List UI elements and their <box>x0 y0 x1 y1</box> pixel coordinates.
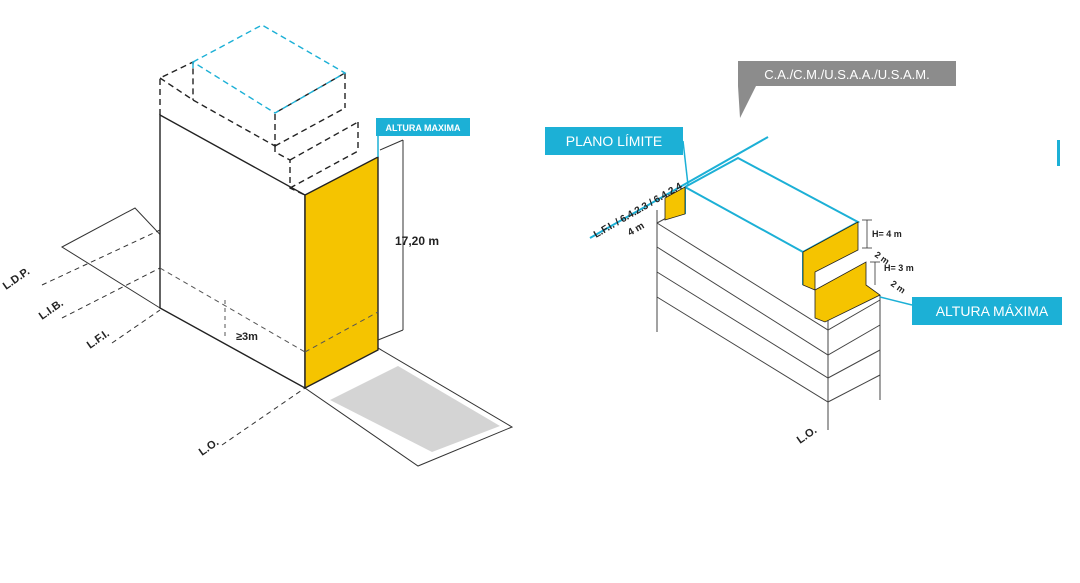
callout-box <box>376 118 470 136</box>
ldp-label: L.D.P. <box>1 266 32 293</box>
depth-label: 4 m <box>626 220 647 238</box>
callout-text: ALTURA MAXIMA <box>386 123 461 133</box>
hidden-edge <box>304 311 379 353</box>
callout-text: ALTURA MÁXIMA <box>936 303 1049 319</box>
callout-text: C.A./C.M./U.S.A.A./U.S.A.M. <box>764 67 929 82</box>
height-label: 17,20 m <box>395 234 439 248</box>
plano-face <box>664 186 686 221</box>
callout-leader <box>879 296 913 306</box>
step-lower-face <box>814 261 881 323</box>
callout-box <box>545 127 683 155</box>
height-dimension <box>377 139 404 341</box>
plano-limite-line <box>589 136 769 239</box>
callout-text: PLANO LÍMITE <box>566 133 662 149</box>
lo-label: L.O. <box>197 436 221 458</box>
h4-label: H= 4 m <box>872 229 902 239</box>
step2-label: 2 m <box>889 278 907 295</box>
lfi-label: L.F.I. <box>85 328 112 352</box>
callout-pointer <box>738 86 756 118</box>
h3-label: H= 3 m <box>884 263 914 273</box>
ca-callout: C.A./C.M./U.S.A.A./U.S.A.M. <box>738 61 956 118</box>
step-upper-face <box>802 221 859 291</box>
step-dimensions <box>862 219 880 285</box>
altura-maxima-callout-right: ALTURA MÁXIMA <box>879 296 1062 325</box>
lib-label: L.I.B. <box>37 297 66 322</box>
hidden-edge <box>159 267 306 353</box>
sidewalk-shaded <box>330 366 500 452</box>
left-building-diagram: ALTURA MAXIMA 17,20 m ≥3m L.D.P. L.I.B. … <box>1 24 514 467</box>
building-side-face <box>304 155 379 390</box>
callout-box <box>738 61 956 86</box>
lo-section-label: L.O. <box>795 424 819 446</box>
edge-marker <box>1057 140 1060 166</box>
upper-setback-volumes <box>159 60 361 196</box>
callout-box <box>912 297 1062 325</box>
upper-block <box>684 156 861 285</box>
callout-leader <box>682 140 689 186</box>
plano-limite-callout: PLANO LÍMITE <box>545 127 689 186</box>
setback-label: ≥3m <box>236 331 258 343</box>
reference-lines <box>41 229 306 446</box>
right-section-diagram: C.A./C.M./U.S.A.A./U.S.A.M. PLANO LÍMITE… <box>545 61 1062 446</box>
altura-maxima-callout: ALTURA MAXIMA <box>376 118 470 157</box>
top-max-volume <box>191 24 347 114</box>
